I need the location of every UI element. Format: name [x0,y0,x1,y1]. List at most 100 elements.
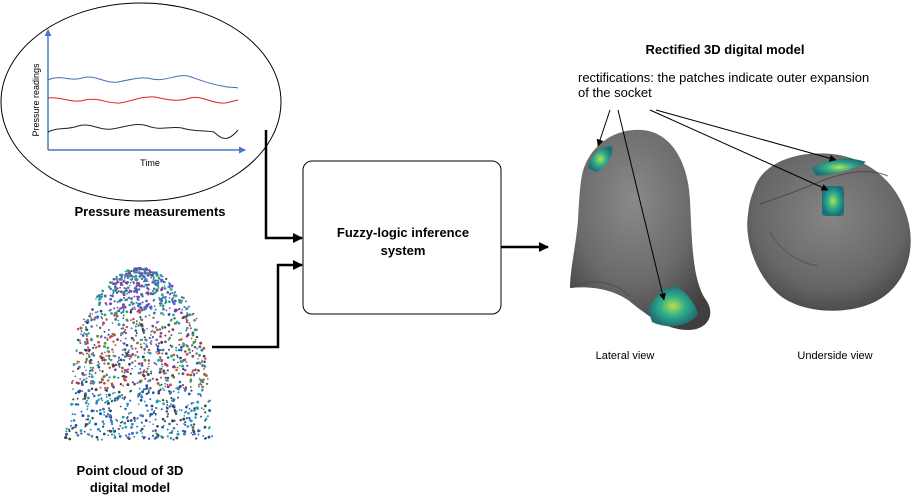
point-cloud-dot [89,312,92,315]
point-cloud-dot [81,414,85,418]
point-cloud-dot [188,322,191,324]
point-cloud-dot [121,284,124,287]
point-cloud-dot [189,327,192,330]
point-cloud-dot [152,423,154,426]
point-cloud-dot [104,302,108,305]
point-cloud-dot [151,290,154,293]
point-cloud-dot [106,338,109,342]
point-cloud-dot [106,386,109,390]
point-cloud-dot [168,330,171,333]
point-cloud-dot [203,425,207,429]
point-cloud-dot [186,312,189,315]
point-cloud-dot [173,354,176,357]
point-cloud-dot [179,418,182,422]
point-cloud-dot [155,406,158,410]
point-cloud-dot [146,409,149,412]
point-cloud-dot [126,276,130,279]
point-cloud-dot [83,318,85,321]
point-cloud-dot [121,415,125,419]
point-cloud-dot [201,385,205,389]
point-cloud-dot [197,393,200,396]
point-cloud-dot [120,421,122,424]
point-cloud-dot [117,390,121,394]
point-cloud-dot [128,284,131,287]
point-cloud-dot [138,285,141,288]
point-cloud-dot [107,434,109,437]
point-cloud-dot [112,351,115,353]
point-cloud-dot [131,381,134,384]
point-cloud-dot [101,370,104,373]
point-cloud-dot [143,400,146,403]
point-cloud-dot [119,281,123,285]
point-cloud-dot [125,343,129,347]
point-cloud-dot [162,371,165,374]
point-cloud-dot [173,299,177,303]
point-cloud-dot [199,362,202,365]
point-cloud-dot [208,409,212,412]
point-cloud-dot [193,409,196,412]
point-cloud-dot [100,292,104,296]
point-cloud-dot [76,433,80,437]
point-cloud-dot [158,367,162,371]
point-cloud-dot [204,411,207,414]
annotation-arrow-1 [596,109,611,147]
point-cloud-dot [91,362,93,365]
point-cloud-dot [147,359,151,362]
point-cloud-dot [119,425,122,427]
point-cloud-dot [135,323,138,325]
point-cloud-dot [161,286,164,289]
point-cloud-dot [134,267,138,270]
point-cloud-dot [79,377,82,380]
point-cloud-dot [174,309,177,313]
point-cloud-dot [116,338,119,340]
point-cloud-dot [195,406,199,410]
point-cloud-dot [129,419,133,422]
point-cloud-dot [113,434,116,437]
point-cloud-dot [101,324,104,326]
point-cloud-dot [83,394,87,398]
point-cloud-dot [155,274,159,277]
point-cloud-dot [155,289,158,292]
point-cloud-dot [71,427,74,430]
point-cloud-dot [112,277,116,281]
point-cloud-dot [168,283,172,286]
point-cloud-dot [165,410,169,413]
point-cloud-dot [90,375,94,379]
point-cloud-dot [133,302,135,305]
point-cloud-dot [112,289,115,292]
point-cloud-dot [119,405,122,408]
point-cloud-dot [207,435,211,439]
point-cloud-dot [123,398,126,401]
point-cloud-dot [92,351,95,354]
point-cloud-dot [193,345,197,349]
point-cloud-dot [117,309,121,313]
point-cloud-dot [94,388,98,392]
point-cloud-dot [128,362,131,366]
point-cloud-dot [98,381,102,384]
point-cloud-dot [136,425,139,428]
point-cloud-dot [110,281,114,285]
point-cloud-dot [138,310,142,313]
point-cloud-dot [160,312,163,315]
point-cloud-dot [87,355,91,358]
point-cloud-dot [121,327,125,330]
point-cloud-dot [127,412,131,415]
point-cloud-dot [170,319,173,322]
point-cloud-dot [113,314,116,317]
point-cloud-dot [109,298,113,301]
point-cloud-dot [106,430,109,432]
point-cloud-dot [113,312,116,315]
point-cloud-dot [105,354,108,357]
point-cloud-dot [161,275,164,278]
point-cloud-dot [169,344,172,347]
point-cloud-dot [98,362,101,365]
point-cloud-dot [139,343,142,346]
point-cloud-dot [85,418,88,421]
point-cloud-dot [124,299,127,302]
point-cloud-dot [101,407,105,411]
point-cloud-dot [181,372,185,376]
point-cloud-dot [141,355,145,359]
point-cloud-dot [104,389,107,392]
point-cloud-dot [135,431,139,435]
point-cloud-dot [105,318,108,321]
